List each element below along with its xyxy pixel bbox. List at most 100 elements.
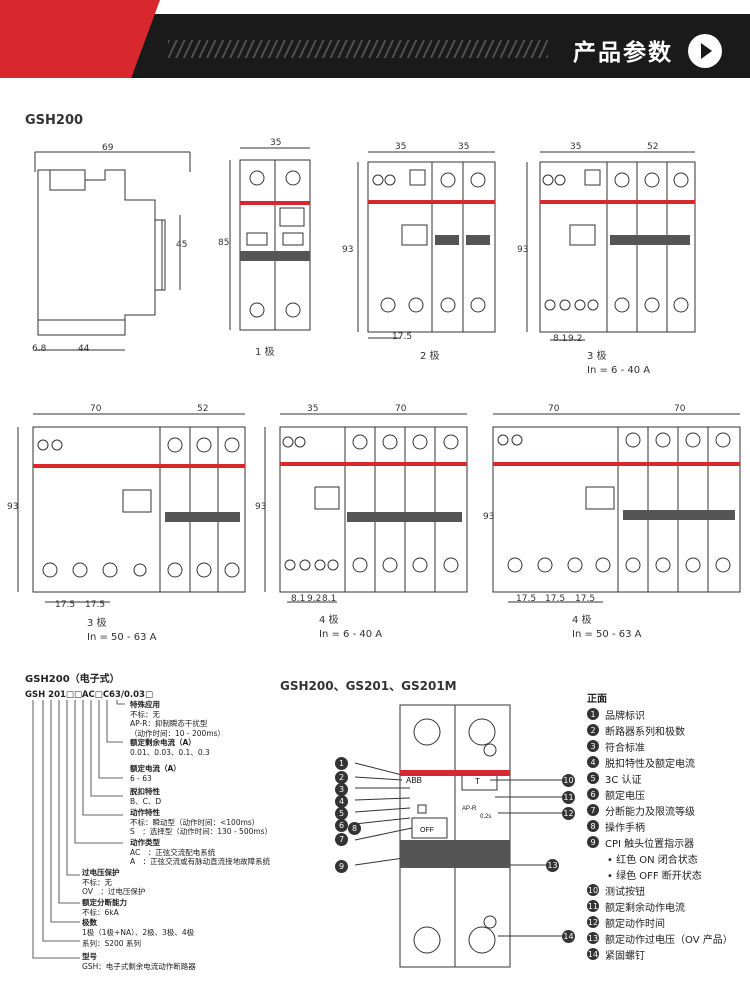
code-item-type: 型号 GSH：电子式剩余电流动作断路器 — [82, 952, 196, 971]
side-view-diagram: 69 45 6.8 44 — [30, 140, 200, 360]
pole3a-dim-b2: 9.2 — [568, 334, 583, 344]
legend-sub-green: • 绿色 OFF 断开状态 — [607, 870, 702, 882]
legend-heading: 正面 — [587, 694, 607, 705]
callout-10: 10 — [562, 774, 575, 787]
pole4a-dim-w1: 35 — [307, 404, 319, 414]
side-dim-base: 44 — [78, 344, 90, 354]
pole4a-dim-b1: 8.1 — [291, 594, 306, 604]
code-item-special: 特殊应用 不标：无 AP-R：抑制瞬态干扰型 （动作时间：10 - 200ms） — [130, 700, 226, 738]
model-code-title: GSH200（电子式） — [25, 674, 120, 685]
pole3a-dim-w1: 35 — [570, 142, 582, 152]
pole4a-diagram: 35 70 93 8.1 9.2 8.1 4 极 In = 6 - 40 A — [255, 402, 480, 647]
pole4a-dim-w2: 70 — [395, 404, 407, 414]
callout-11: 11 — [562, 791, 575, 804]
pole4b-dim-b3: 17.5 — [575, 594, 596, 604]
callout-5: 5 — [335, 807, 348, 820]
pole4b-rating: In = 50 - 63 A — [572, 629, 642, 640]
code-item-poles: 极数 1极（1极+NA）、2极、3极、4极 — [82, 918, 195, 937]
legend-sub-red: • 红色 ON 闭合状态 — [607, 854, 698, 866]
header-banner: 产品参数 — [0, 0, 750, 92]
code-item-rated-current: 额定电流（A） 6 - 63 — [130, 764, 181, 783]
front-section-title: GSH200、GS201、GS201M — [280, 679, 457, 693]
callout-3: 3 — [335, 783, 348, 796]
callout-4: 4 — [335, 795, 348, 808]
pole4b-drawing — [492, 413, 741, 603]
pole3b-dim-b1: 17.5 — [55, 600, 76, 610]
pole2-dim-w2: 35 — [458, 142, 470, 152]
pole3b-drawing — [17, 413, 246, 603]
code-item-action-type: 动作类型 AC ：正弦交流配电系统 A ：正弦交流或有脉动直流接地故障系统 — [130, 838, 271, 866]
pole3a-dim-w2: 52 — [647, 142, 659, 152]
pole3b-dim-b2: 17.5 — [85, 600, 106, 610]
pole1-dim-height: 85 — [218, 238, 230, 248]
pole3a-caption: 3 极 — [587, 351, 607, 362]
callout-6: 6 — [335, 819, 348, 832]
pole3a-dim-height: 93 — [517, 245, 529, 255]
pole4a-drawing — [264, 413, 468, 603]
pole4b-dim-b1: 17.5 — [516, 594, 537, 604]
ap-text: AP-R — [462, 806, 477, 812]
front-view-drawing: ABB T OFF AP-R 0.2s — [354, 704, 568, 968]
pole4b-diagram: 70 70 93 17.5 17.5 17.5 4 极 In = 50 - 63… — [478, 402, 746, 647]
code-item-overvoltage: 过电压保护 不标：无 OV ：过电压保护 — [82, 868, 146, 896]
pole3a-dim-b1: 8.1 — [553, 334, 568, 344]
pole3b-dim-w2: 52 — [197, 404, 209, 414]
pole4b-dim-b2: 17.5 — [545, 594, 566, 604]
pole1-drawing — [229, 147, 311, 331]
pole1-dim-width: 35 — [270, 138, 282, 148]
callout-13: 13 — [546, 859, 559, 872]
code-item-trip: 脱扣特性 B、C、D — [130, 787, 162, 806]
code-item-series: 系列：S200 系列 — [82, 939, 141, 948]
pole3a-diagram: 35 52 93 8.1 9.2 3 极 In = 6 - 40 A — [515, 140, 705, 380]
test-text: T — [475, 777, 480, 786]
code-item-residual-current: 额定剩余电流（A） 0.01、0.03、0.1、0.3 — [130, 738, 210, 757]
pole4a-dim-height: 93 — [255, 502, 267, 512]
pole4b-caption: 4 极 — [572, 615, 592, 626]
callout-8: 8 — [348, 822, 361, 835]
callout-14: 14 — [562, 930, 575, 943]
callout-9: 9 — [335, 860, 348, 873]
brand-text: ABB — [406, 776, 422, 785]
pole3a-drawing — [526, 151, 696, 341]
pole2-diagram: 35 35 93 17.5 2 极 — [342, 140, 500, 365]
side-dim-width: 69 — [102, 143, 114, 153]
arrow-right-icon[interactable] — [688, 34, 722, 68]
off-text: OFF — [420, 827, 434, 834]
pole2-dim-height: 93 — [342, 245, 354, 255]
banner-red-block — [0, 0, 160, 78]
pole4a-dim-b3: 8.1 — [322, 594, 337, 604]
page-title: 产品参数 — [573, 40, 673, 66]
pole3b-caption: 3 极 — [87, 618, 107, 629]
callout-2: 2 — [335, 771, 348, 784]
pole1-diagram: 35 85 1 极 — [218, 138, 330, 363]
side-view-drawing — [34, 151, 191, 351]
pole3b-diagram: 70 52 93 17.5 17.5 3 极 In = 50 - 63 A — [5, 402, 255, 647]
pole1-caption: 1 极 — [255, 347, 275, 358]
pole4a-dim-b2: 9.2 — [307, 594, 322, 604]
model-code-line: GSH 201□□AC□C63/0.03□ — [25, 690, 153, 700]
code-item-breaking: 额定分断能力 不标：6kA — [82, 898, 127, 917]
code-item-action-char: 动作特性 不标：瞬动型（动作时间：<100ms） S ：选择型（动作时间：130… — [130, 808, 273, 836]
time-text: 0.2s — [480, 814, 491, 820]
side-dim-base-left: 6.8 — [32, 344, 47, 354]
pole2-dim-w1: 35 — [395, 142, 407, 152]
callout-7: 7 — [335, 833, 348, 846]
pole3b-dim-w1: 70 — [90, 404, 102, 414]
pole3a-rating: In = 6 - 40 A — [587, 365, 651, 376]
model-heading: GSH200 — [25, 113, 84, 128]
pole2-caption: 2 极 — [420, 351, 440, 362]
pole4a-caption: 4 极 — [319, 615, 339, 626]
pole4b-dim-height: 93 — [483, 512, 495, 522]
